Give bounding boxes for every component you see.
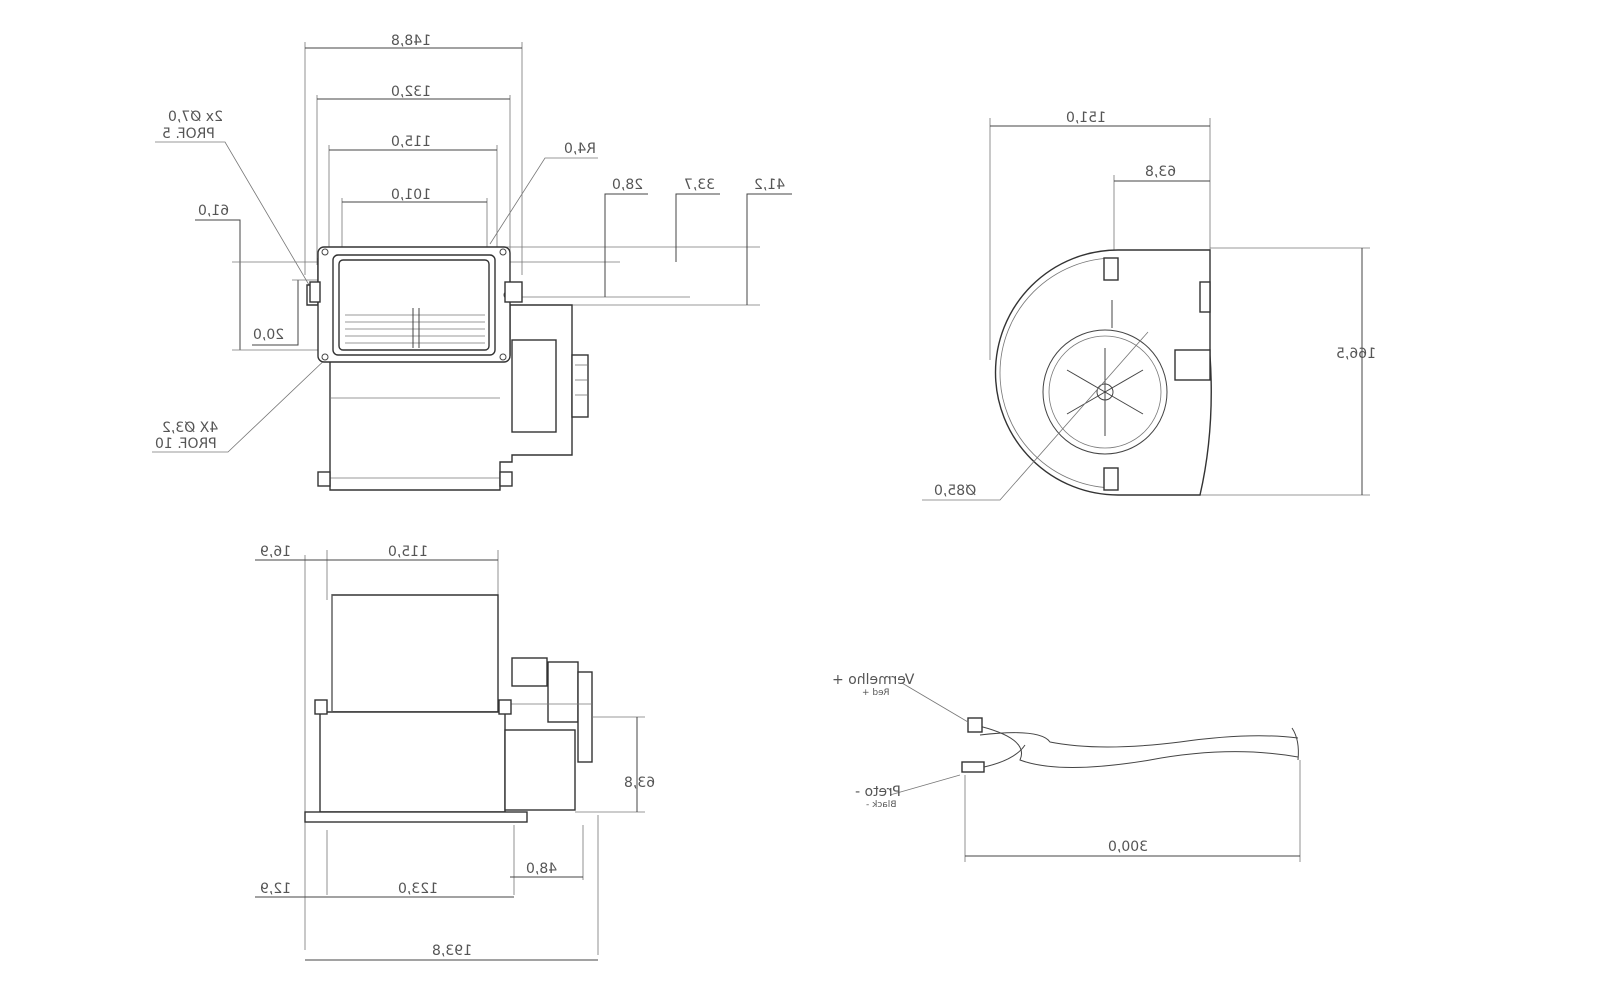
dim-28: 28,0 <box>612 177 643 193</box>
front-view: 148,8 132,0 115,0 101,0 R4,0 28,0 33,7 4… <box>152 33 792 491</box>
dim-41-2: 41,2 <box>754 177 785 193</box>
hole-2x-depth: PROF. 5 <box>162 126 215 142</box>
dim-r4: R4,0 <box>564 141 596 157</box>
dim-115-0: 115,0 <box>391 134 431 150</box>
cable-length-dim: 300,0 <box>1108 839 1148 855</box>
hole-4x-label: 4X Ø3,2 <box>162 420 218 436</box>
top-dim-48: 48,0 <box>526 861 557 877</box>
side-dim-phi85: Ø85,0 <box>934 483 976 499</box>
impeller-spokes <box>1066 348 1144 436</box>
top-dim-193-8: 193,8 <box>432 943 472 959</box>
side-dim-151: 151,0 <box>1066 110 1106 126</box>
dim-61: 61,0 <box>198 203 229 219</box>
top-dim-12-9: 12,9 <box>260 881 291 897</box>
side-dim-63-8: 63,8 <box>1145 164 1176 180</box>
dim-132-0: 132,0 <box>391 84 431 100</box>
dim-20: 20,0 <box>253 327 284 343</box>
top-dim-123: 123,0 <box>398 881 438 897</box>
top-dim-63-8: 63,8 <box>624 775 655 791</box>
dim-33-7: 33,7 <box>684 177 715 193</box>
side-dim-166-5: 166,5 <box>1336 346 1376 362</box>
hole-4x-depth: PROF. 10 <box>155 436 217 452</box>
dim-148-8: 148,8 <box>391 33 431 49</box>
top-dim-16-9: 16,9 <box>260 544 291 560</box>
black-wire-sublabel: Black - <box>866 800 896 810</box>
black-wire-label: Preto - <box>855 784 901 800</box>
top-view: 16,9 115,0 63,8 48,0 12,9 123,0 193,8 <box>255 544 655 961</box>
hole-2x-label: 2x Ø7,0 <box>168 109 223 125</box>
side-view: 151,0 63,8 166,5 Ø85,0 <box>922 110 1376 501</box>
red-wire-label: Vermelho + <box>832 672 914 688</box>
wiring-diagram: Vermelho + Red + Preto - Black - 300,0 <box>832 672 1301 862</box>
red-wire-sublabel: Red + <box>862 688 890 698</box>
dim-101-0: 101,0 <box>391 187 431 203</box>
top-dim-115: 115,0 <box>388 544 428 560</box>
